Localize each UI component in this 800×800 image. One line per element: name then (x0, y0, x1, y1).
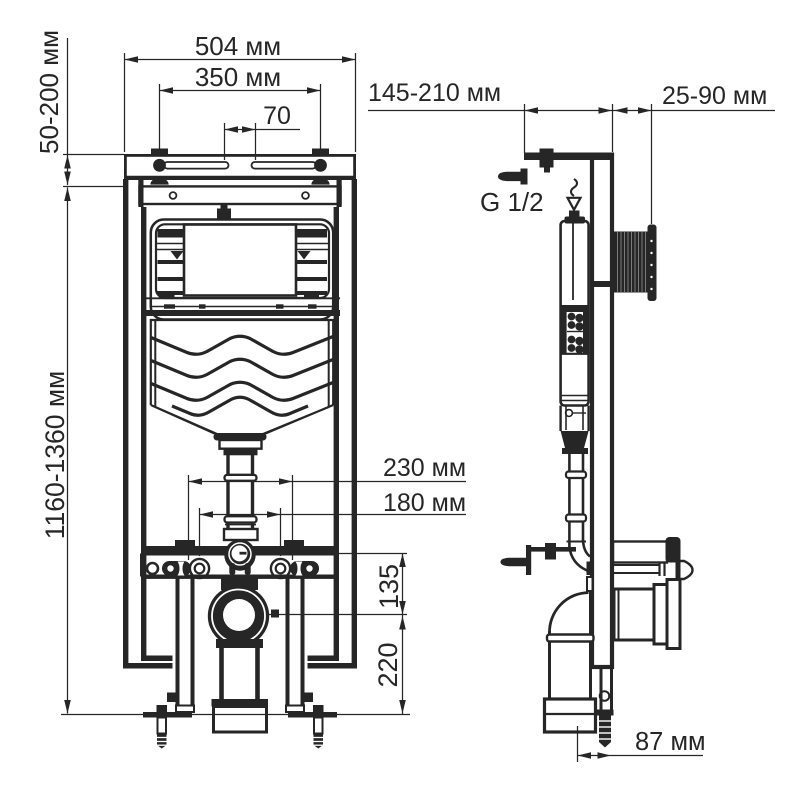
svg-text:180 мм: 180 мм (383, 489, 466, 517)
svg-text:350 мм: 350 мм (195, 62, 281, 92)
svg-text:50-200 мм: 50-200 мм (34, 30, 64, 154)
svg-text:87 мм: 87 мм (635, 728, 706, 756)
svg-text:70: 70 (263, 102, 291, 130)
svg-text:25-90 мм: 25-90 мм (662, 82, 767, 110)
svg-text:1160-1360 мм: 1160-1360 мм (40, 371, 70, 540)
svg-text:230 мм: 230 мм (383, 454, 466, 482)
svg-text:504 мм: 504 мм (195, 31, 281, 61)
svg-text:135: 135 (374, 564, 404, 609)
svg-text:220: 220 (373, 642, 403, 687)
svg-text:145-210 мм: 145-210 мм (368, 79, 501, 107)
svg-text:G 1/2: G 1/2 (480, 187, 544, 217)
